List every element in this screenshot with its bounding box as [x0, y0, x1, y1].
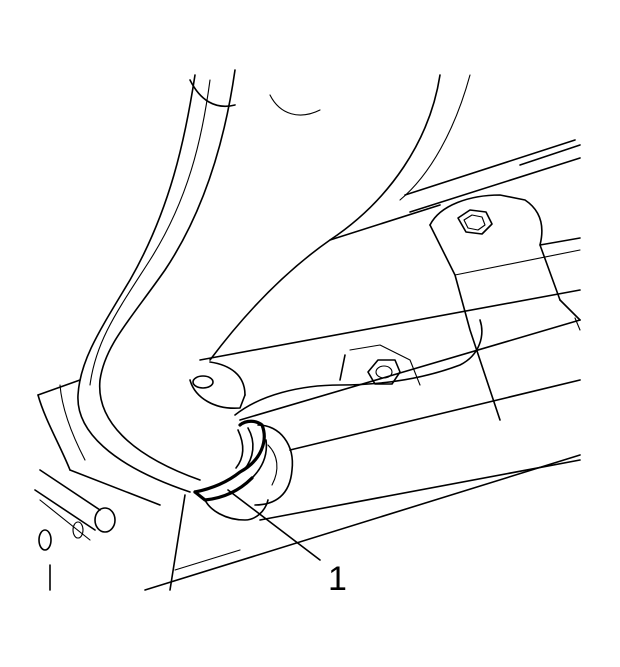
- left-housing: [37, 69, 236, 506]
- small-hole: [192, 375, 214, 389]
- mounting-bracket: [429, 194, 581, 421]
- upper-housing: [189, 74, 581, 361]
- callout-label-1: 1: [328, 560, 347, 598]
- frame-rails: [144, 319, 581, 591]
- round-boss: [204, 424, 294, 521]
- shaft: [34, 469, 186, 591]
- leader-line: [227, 489, 321, 561]
- clamp-component: [193, 419, 268, 502]
- lower-bracket: [189, 289, 581, 416]
- bolt-head-upper: [457, 209, 493, 235]
